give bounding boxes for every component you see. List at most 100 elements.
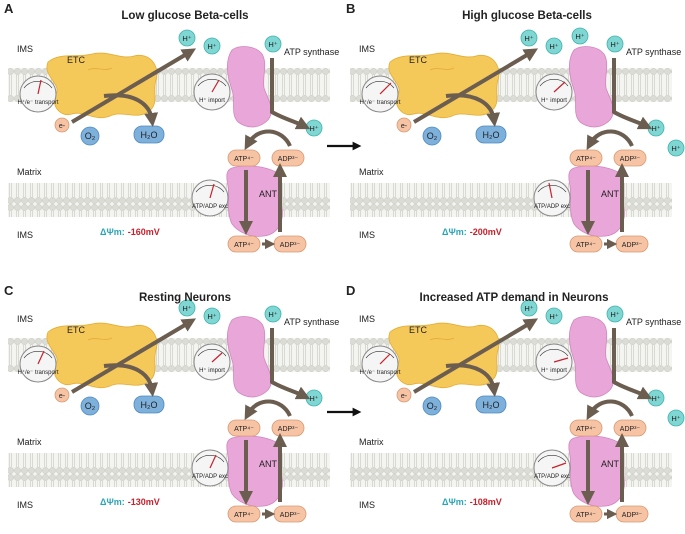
proton-label: H⁺	[610, 40, 619, 49]
proton-label: H⁺	[524, 304, 533, 313]
etc-gauge-needle	[379, 82, 392, 95]
matrix-label: Matrix	[359, 167, 384, 177]
proton-label: H⁺	[575, 32, 584, 41]
etc-label: ETC	[409, 325, 428, 335]
proton-label: H⁺	[268, 40, 277, 49]
matrix-label: Matrix	[17, 167, 42, 177]
panel-c-text: C Resting Neurons IMS ETC ATP synthase M…	[4, 283, 339, 519]
panel-letter: D	[346, 283, 355, 298]
proton-label: H⁺	[549, 42, 558, 51]
exchange-gauge-needle	[209, 183, 215, 199]
panel-a	[8, 30, 330, 252]
electron-label: e-	[59, 393, 66, 400]
atp-synthase-label: ATP synthase	[284, 47, 339, 57]
atp-label: ATP⁴⁻	[234, 242, 254, 249]
panel-title: Low glucose Beta-cells	[121, 10, 248, 22]
adp-label: ADP³⁻	[622, 242, 643, 249]
delta-psi: ΔΨm:-108mV	[442, 497, 502, 507]
proton-label: H⁺	[651, 394, 660, 403]
panel-letter: B	[346, 1, 355, 16]
etc-gauge-label: H⁺/e⁻ transport	[359, 99, 400, 106]
atp-label: ATP⁴⁻	[576, 426, 596, 433]
import-gauge-label: H⁺ import	[199, 367, 225, 374]
atp-label: ATP⁴⁻	[234, 156, 254, 163]
atp-label: ATP⁴⁻	[576, 512, 596, 519]
import-gauge-needle	[553, 357, 569, 363]
matrix-label: Matrix	[17, 437, 42, 447]
panel-title: Resting Neurons	[139, 292, 231, 304]
panel-letter: A	[4, 1, 14, 16]
delta-psi: ΔΨm:-160mV	[100, 227, 160, 237]
ant-label: ANT	[601, 189, 620, 199]
adp-label: ADP³⁻	[280, 242, 301, 249]
proton-label: H⁺	[309, 124, 318, 133]
atp-label: ATP⁴⁻	[234, 512, 254, 519]
import-gauge-needle	[211, 352, 223, 363]
proton-label: H⁺	[651, 124, 660, 133]
water-label: H₂O	[483, 130, 500, 140]
proton	[571, 27, 589, 45]
water-label: H₂O	[483, 400, 500, 410]
proton-label: H⁺	[207, 42, 216, 51]
proton-label: H⁺	[524, 34, 533, 43]
oxygen-label: O₂	[427, 401, 438, 411]
exchange-gauge-label: ATP/ADP exc	[534, 474, 570, 480]
panel-b	[350, 27, 685, 252]
etc-gauge-label: H⁺/e⁻ transport	[359, 369, 400, 376]
proton	[667, 409, 685, 427]
proton-label: H⁺	[610, 310, 619, 319]
proton-label: H⁺	[207, 312, 216, 321]
adp-label: ADP³⁻	[620, 426, 641, 433]
exchange-gauge-label: ATP/ADP exc	[192, 204, 228, 210]
adp-label: ADP³⁻	[622, 512, 643, 519]
import-gauge-needle	[553, 81, 566, 93]
import-gauge-needle	[211, 79, 220, 93]
import-gauge-label: H⁺ import	[541, 367, 567, 374]
delta-psi: ΔΨm:-130mV	[100, 497, 160, 507]
adp-label: ADP³⁻	[280, 512, 301, 519]
delta-psi-value: -200mV	[470, 227, 502, 237]
etc-label: ETC	[409, 55, 428, 65]
panel-title: Increased ATP demand in Neurons	[420, 292, 609, 304]
panel-d-text: D Increased ATP demand in Neurons IMS ET…	[346, 283, 681, 519]
proton	[667, 139, 685, 157]
exchange-gauge-label: ATP/ADP exc	[192, 474, 228, 480]
panel-a-text: A Low glucose Beta-cells IMS ETC ATP syn…	[4, 1, 339, 249]
ant-label: ANT	[259, 189, 278, 199]
ant-label: ANT	[601, 459, 620, 469]
panel-c	[8, 300, 330, 522]
ims-label: IMS	[359, 500, 375, 510]
ant-label: ANT	[259, 459, 278, 469]
oxygen-label: O₂	[85, 131, 96, 141]
adp-label: ADP³⁻	[278, 156, 299, 163]
delta-psi-label: ΔΨm:	[442, 497, 467, 507]
etc-gauge-needle	[379, 353, 391, 365]
exchange-gauge-needle	[548, 182, 553, 199]
proton-label: H⁺	[268, 310, 277, 319]
adp-label: ADP³⁻	[620, 156, 641, 163]
proton-label: H⁺	[182, 34, 191, 43]
ims-label: IMS	[17, 230, 33, 240]
delta-psi-label: ΔΨm:	[442, 227, 467, 237]
proton-label: H⁺	[182, 304, 191, 313]
ims-label: IMS	[17, 314, 33, 324]
panel-b-text: B High glucose Beta-cells IMS ETC ATP sy…	[346, 1, 681, 249]
ims-label: IMS	[359, 44, 375, 54]
proton-label: H⁺	[309, 394, 318, 403]
atp-label: ATP⁴⁻	[576, 242, 596, 249]
etc-gauge-needle	[37, 79, 42, 95]
import-gauge-label: H⁺ import	[199, 97, 225, 104]
etc-label: ETC	[67, 55, 86, 65]
delta-psi-label: ΔΨm:	[100, 497, 125, 507]
proton-label: H⁺	[671, 144, 680, 153]
electron-label: e-	[401, 123, 408, 130]
atp-synthase-label: ATP synthase	[284, 317, 339, 327]
electron-label: e-	[59, 123, 66, 130]
exchange-gauge-label: ATP/ADP exc	[534, 204, 570, 210]
etc-gauge-needle	[37, 350, 45, 365]
atp-synthase-label: ATP synthase	[626, 47, 681, 57]
ims-label: IMS	[17, 44, 33, 54]
exchange-gauge-needle	[209, 454, 217, 469]
atp-label: ATP⁴⁻	[234, 426, 254, 433]
